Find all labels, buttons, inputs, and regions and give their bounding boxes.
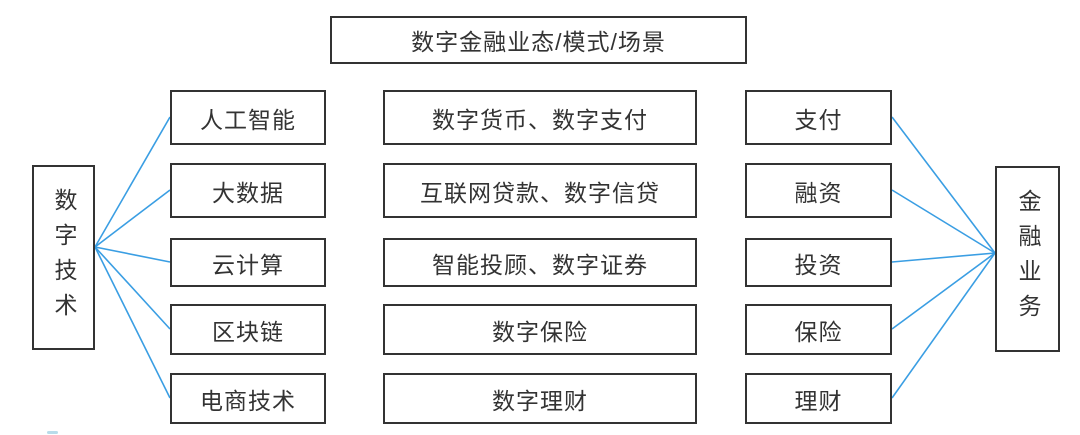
node-scene-digital-insurance: 数字保险	[383, 304, 697, 355]
connector-line-right-1	[891, 116, 996, 254]
node-label: 人工智能	[200, 106, 296, 133]
stray-artifact-mark	[47, 431, 58, 434]
node-label: 数字理财	[492, 387, 588, 414]
node-tech-ai: 人工智能	[170, 90, 326, 145]
title-label: 数字金融业态/模式/场景	[411, 29, 666, 55]
connector-line-left-4	[94, 246, 171, 330]
node-scene-internet-loan-credit: 互联网贷款、数字信贷	[383, 163, 697, 218]
node-label: 支付	[794, 106, 843, 133]
node-label: 融资	[794, 179, 843, 206]
connector-line-right-4	[891, 252, 996, 330]
node-label: 互联网贷款、数字信贷	[420, 179, 660, 206]
node-tech-ecommerce: 电商技术	[170, 373, 326, 424]
node-biz-payment: 支付	[745, 90, 892, 145]
node-label: 大数据	[212, 179, 284, 206]
node-label: 区块链	[212, 318, 284, 345]
connector-line-right-5	[891, 252, 996, 399]
node-tech-blockchain: 区块链	[170, 304, 326, 355]
title-box: 数字金融业态/模式/场景	[330, 16, 747, 64]
node-label: 保险	[794, 318, 843, 345]
node-digital-technology: 数字技术	[32, 165, 95, 350]
node-scene-digital-wealth: 数字理财	[383, 373, 697, 424]
node-label: 智能投顾、数字证券	[432, 251, 648, 278]
node-label: 云计算	[212, 251, 284, 278]
node-label: 投资	[794, 251, 843, 278]
node-tech-cloud-computing: 云计算	[170, 238, 326, 287]
node-scene-digital-currency-payment: 数字货币、数字支付	[383, 90, 697, 145]
node-tech-big-data: 大数据	[170, 163, 326, 218]
node-financial-business: 金融业务	[995, 166, 1060, 352]
node-scene-robo-advisor-securities: 智能投顾、数字证券	[383, 238, 697, 287]
connector-line-left-1	[94, 116, 171, 248]
connector-line-left-5	[94, 246, 171, 399]
node-label: 理财	[794, 387, 843, 414]
node-biz-investment: 投资	[745, 238, 892, 287]
node-label: 数字货币、数字支付	[432, 106, 648, 133]
node-label: 数字保险	[492, 318, 588, 345]
node-biz-insurance: 保险	[745, 304, 892, 355]
node-label: 电商技术	[200, 387, 296, 414]
connector-line-left-3	[94, 246, 171, 263]
node-digital-technology-label: 数字技术	[51, 187, 77, 328]
connector-line-left-2	[94, 189, 171, 248]
connector-line-right-2	[891, 189, 996, 254]
connector-line-right-3	[891, 252, 996, 263]
node-biz-financing: 融资	[745, 163, 892, 218]
node-financial-business-label: 金融业务	[1015, 189, 1041, 329]
node-biz-wealth: 理财	[745, 373, 892, 424]
